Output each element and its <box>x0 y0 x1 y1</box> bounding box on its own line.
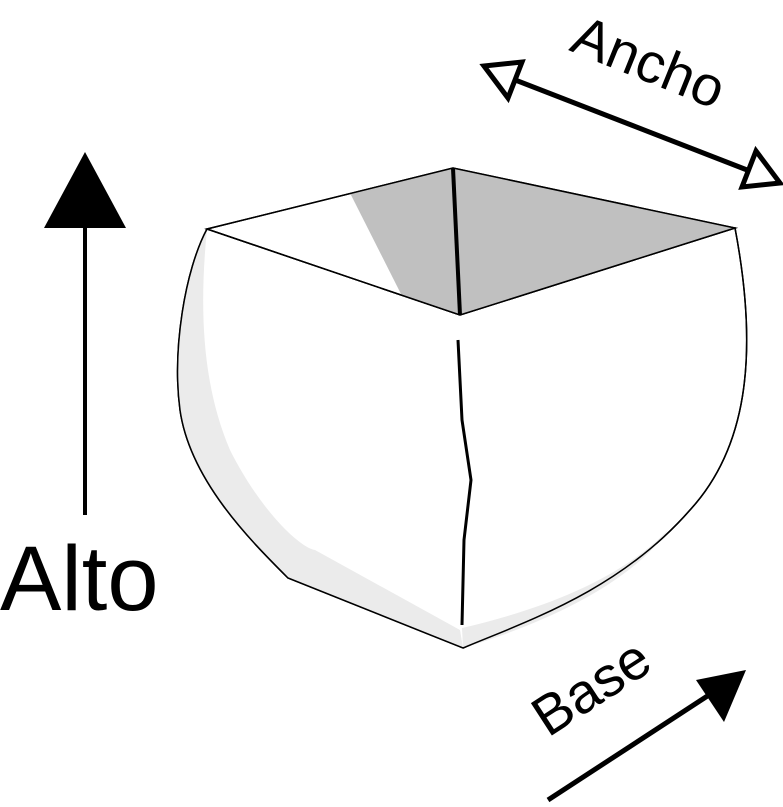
box <box>176 167 748 649</box>
height-arrow <box>44 152 126 515</box>
box-side-shade <box>177 229 463 648</box>
width-label: Ancho <box>564 3 735 121</box>
base-arrow-shaft <box>546 690 714 803</box>
base-arrow <box>546 670 746 803</box>
base-arrow-head <box>696 670 746 722</box>
box-inner-shade <box>350 168 735 315</box>
width-arrow-head-right <box>738 145 783 190</box>
width-arrow-head-left <box>479 59 526 104</box>
width-arrow <box>479 59 783 190</box>
base-label: Base <box>520 626 661 748</box>
box-inner-fold <box>451 167 462 316</box>
box-outline <box>176 227 748 649</box>
box-top-edge <box>204 167 738 316</box>
box-front-crease <box>456 339 473 626</box>
box-bottom-shade <box>462 530 668 648</box>
height-label: Alto <box>0 528 159 630</box>
height-arrow-head <box>44 152 126 228</box>
width-arrow-shaft <box>504 73 761 178</box>
